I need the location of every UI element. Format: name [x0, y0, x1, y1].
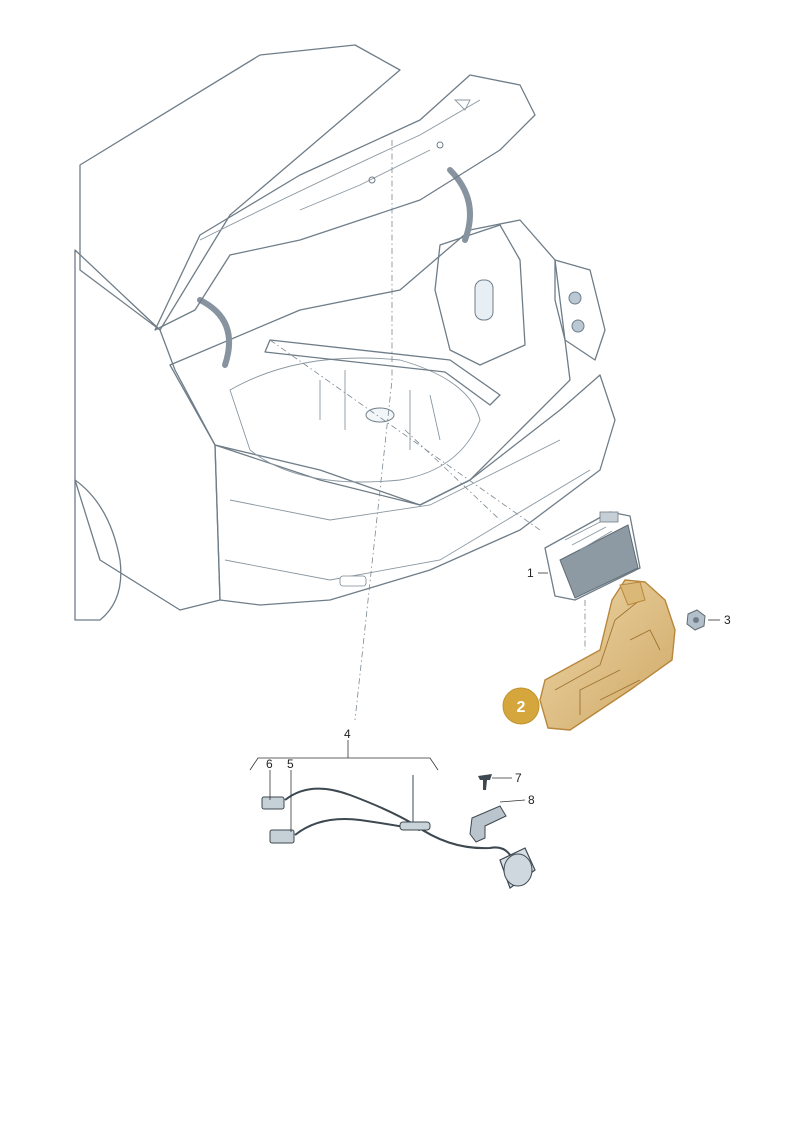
callout-7: 7: [515, 771, 522, 785]
trunk-floor: [169, 219, 571, 506]
callout-leaders: [269, 572, 720, 832]
hinge-right: [447, 167, 473, 243]
hinge-left: [197, 297, 233, 368]
callout-4: 4: [344, 727, 351, 741]
callout-6: 6: [266, 757, 273, 771]
car-trunk-illustration: [74, 44, 616, 621]
callout-2-badge[interactable]: 2: [502, 687, 540, 725]
wheel-arch: [74, 479, 122, 621]
callout-8: 8: [528, 793, 535, 807]
trunk-side-compartment: [434, 224, 526, 366]
spare-wheel-well: [229, 357, 481, 483]
callout-5: 5: [287, 757, 294, 771]
assembly-lines: [269, 140, 586, 721]
rear-window: [79, 44, 401, 331]
clip-part: [478, 774, 492, 790]
antenna-cable-group: [249, 740, 536, 889]
bracket-part: [539, 579, 676, 731]
license-plate-light: [339, 575, 367, 587]
callout-3: 3: [724, 613, 731, 627]
nut-part: [686, 609, 706, 631]
callout-2: 2: [517, 699, 526, 716]
control-module: [544, 511, 641, 601]
rear-bumper: [214, 374, 616, 606]
callout-1: 1: [527, 566, 534, 580]
connector-5: [269, 829, 295, 844]
connector-6: [261, 796, 285, 810]
trunk-lid: [154, 74, 536, 331]
holder-part: [469, 805, 507, 843]
tail-light: [554, 259, 606, 361]
